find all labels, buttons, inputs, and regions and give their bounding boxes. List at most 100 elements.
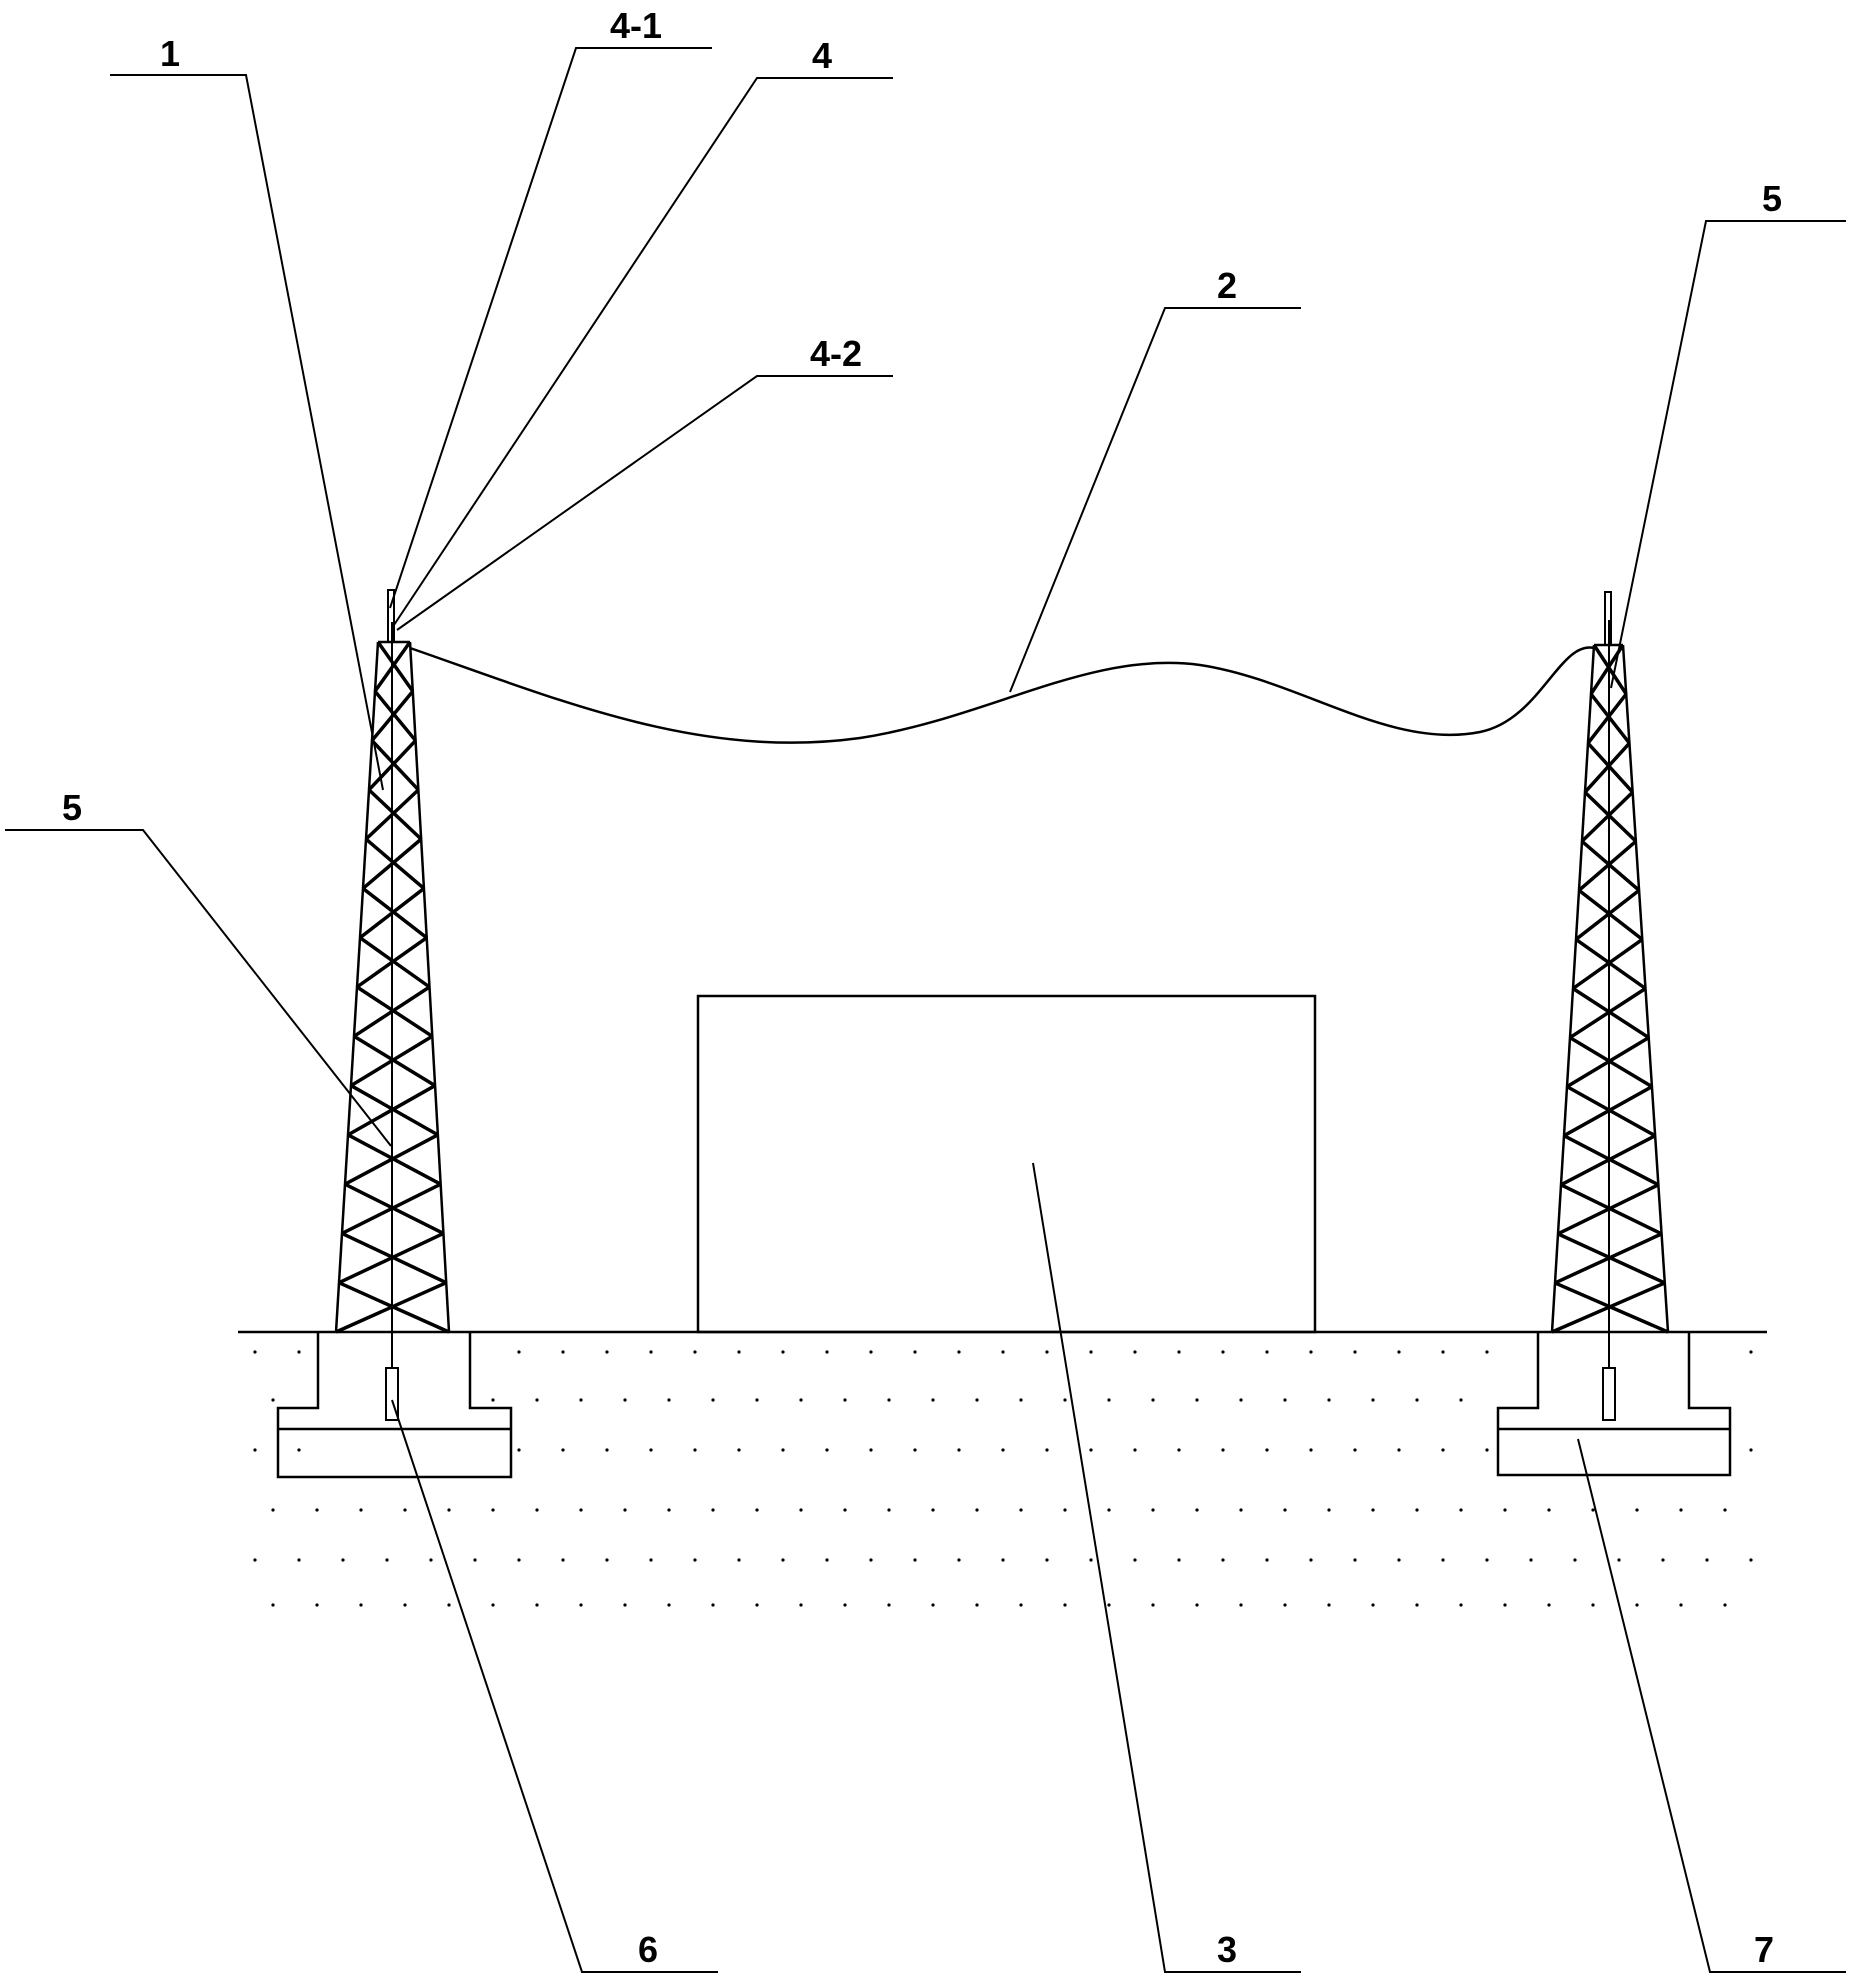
soil-dot xyxy=(1239,1603,1243,1607)
soil-dot xyxy=(957,1448,961,1452)
soil-dot xyxy=(649,1558,653,1562)
soil-dot xyxy=(1283,1603,1287,1607)
soil-dot xyxy=(755,1508,759,1512)
soil-dot xyxy=(931,1398,935,1402)
lattice-brace xyxy=(1583,741,1631,794)
soil-dot xyxy=(271,1603,275,1607)
soil-dot xyxy=(913,1350,917,1354)
soil-dot xyxy=(1089,1448,1093,1452)
soil-dot xyxy=(1591,1603,1595,1607)
soil-dot xyxy=(869,1448,873,1452)
soil-dot xyxy=(799,1508,803,1512)
soil-dot xyxy=(1591,1508,1595,1512)
soil-dot xyxy=(1283,1508,1287,1512)
soil-dot xyxy=(403,1603,407,1607)
soil-dot xyxy=(1283,1398,1287,1402)
soil-dot xyxy=(931,1508,935,1512)
label-5-left: 5 xyxy=(62,787,82,828)
soil-dot xyxy=(1151,1398,1155,1402)
soil-dot xyxy=(1177,1350,1181,1354)
soil-dot xyxy=(623,1508,627,1512)
soil-dot xyxy=(491,1603,495,1607)
soil-dot xyxy=(1749,1350,1753,1354)
lattice-brace xyxy=(370,739,420,792)
soil-dot xyxy=(1089,1350,1093,1354)
soil-dot xyxy=(253,1448,257,1452)
soil-dot xyxy=(1133,1448,1137,1452)
soil-dot xyxy=(1547,1508,1551,1512)
label-3: 3 xyxy=(1217,1929,1237,1970)
soil-dot xyxy=(359,1508,363,1512)
soil-dot xyxy=(667,1508,671,1512)
soil-dot xyxy=(1221,1350,1225,1354)
soil-dot xyxy=(667,1398,671,1402)
soil-dot xyxy=(1195,1398,1199,1402)
soil-dot xyxy=(1485,1350,1489,1354)
soil-dot xyxy=(271,1398,275,1402)
soil-dot xyxy=(447,1603,451,1607)
soil-dot xyxy=(1485,1558,1489,1562)
lattice-brace xyxy=(1577,839,1638,892)
soil-dot xyxy=(517,1558,521,1562)
lattice-brace xyxy=(1571,938,1644,990)
soil-dot xyxy=(1001,1350,1005,1354)
soil-dot xyxy=(1107,1508,1111,1512)
soil-dot xyxy=(1221,1448,1225,1452)
soil-dot xyxy=(1415,1603,1419,1607)
soil-dot xyxy=(1573,1558,1577,1562)
lattice-brace xyxy=(1586,741,1634,794)
soil-dot xyxy=(517,1350,521,1354)
soil-dot xyxy=(1327,1508,1331,1512)
soil-dot xyxy=(1529,1558,1533,1562)
soil-dot xyxy=(1063,1398,1067,1402)
soil-dot xyxy=(429,1558,433,1562)
soil-dot xyxy=(1309,1350,1313,1354)
soil-dot xyxy=(1239,1398,1243,1402)
soil-dot xyxy=(843,1398,847,1402)
soil-dot xyxy=(1177,1448,1181,1452)
lightning-rod-left xyxy=(387,589,395,643)
soil-dot xyxy=(913,1448,917,1452)
label-6: 6 xyxy=(638,1929,658,1970)
soil-dots xyxy=(253,1350,1753,1607)
soil-dot xyxy=(561,1558,565,1562)
soil-dot xyxy=(517,1448,521,1452)
lattice-brace xyxy=(1586,692,1628,745)
ground-electrode-left xyxy=(385,1367,399,1421)
soil-dot xyxy=(1485,1448,1489,1452)
soil-dot xyxy=(1239,1508,1243,1512)
soil-dot xyxy=(1063,1603,1067,1607)
soil-dot xyxy=(1397,1350,1401,1354)
label-4-1: 4-1 xyxy=(610,5,662,46)
soil-dot xyxy=(491,1398,495,1402)
soil-dot xyxy=(623,1603,627,1607)
soil-dot xyxy=(1371,1508,1375,1512)
soil-dot xyxy=(1327,1398,1331,1402)
soil-dot xyxy=(1019,1398,1023,1402)
soil-dot xyxy=(297,1350,301,1354)
soil-dot xyxy=(825,1558,829,1562)
soil-dot xyxy=(1045,1558,1049,1562)
soil-dot xyxy=(649,1448,653,1452)
soil-dot xyxy=(887,1398,891,1402)
soil-dot xyxy=(711,1398,715,1402)
lattice-brace xyxy=(1580,839,1641,892)
soil-dot xyxy=(1151,1508,1155,1512)
soil-dot xyxy=(799,1398,803,1402)
soil-dot xyxy=(1371,1603,1375,1607)
ground-electrode-right xyxy=(1602,1367,1616,1421)
soil-dot xyxy=(711,1508,715,1512)
soil-dot xyxy=(1459,1398,1463,1402)
soil-dot xyxy=(1265,1448,1269,1452)
label-1: 1 xyxy=(160,33,180,74)
soil-dot xyxy=(1019,1603,1023,1607)
soil-dot xyxy=(1679,1508,1683,1512)
soil-dot xyxy=(359,1603,363,1607)
soil-dot xyxy=(781,1350,785,1354)
soil-dot xyxy=(297,1448,301,1452)
soil-dot xyxy=(297,1558,301,1562)
lattice-brace xyxy=(376,640,415,693)
soil-dot xyxy=(1195,1603,1199,1607)
soil-dot xyxy=(1415,1398,1419,1402)
